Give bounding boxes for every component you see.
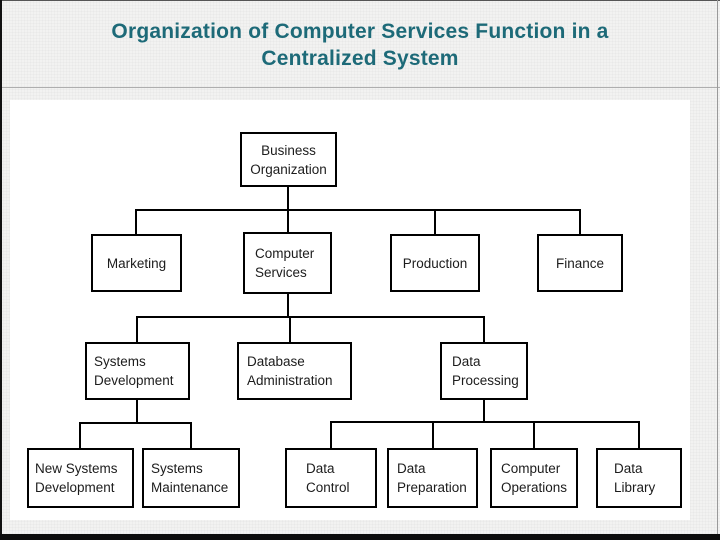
org-node-business-organization: Business Organization — [240, 132, 337, 187]
connector-drop-data-library — [638, 421, 640, 448]
connector-drop-data-preparation — [432, 421, 434, 448]
connector-bus-systems-development-children — [79, 422, 192, 424]
frame-right-edge — [717, 0, 718, 540]
org-node-systems-development: Systems Development — [85, 342, 190, 400]
connector-stem-data-processing — [483, 400, 485, 423]
frame-left-edge — [0, 0, 2, 540]
connector-drop-finance — [579, 209, 581, 234]
org-node-data-library: Data Library — [596, 448, 682, 508]
org-node-systems-maintenance: Systems Maintenance — [142, 448, 240, 508]
connector-stem-systems-development — [136, 400, 138, 424]
org-node-new-systems-development: New Systems Development — [27, 448, 134, 508]
slide-title: Organization of Computer Services Functi… — [0, 18, 720, 72]
org-node-database-administration: Database Administration — [237, 342, 352, 400]
org-node-computer-operations: Computer Operations — [490, 448, 578, 508]
title-divider — [0, 87, 720, 88]
connector-stem-business-organization — [287, 187, 289, 210]
org-node-computer-services: Computer Services — [243, 232, 332, 294]
org-node-data-control: Data Control — [285, 448, 377, 508]
connector-drop-systems-development — [136, 316, 138, 342]
connector-drop-computer-operations — [533, 421, 535, 448]
connector-drop-database-administration — [289, 316, 291, 342]
connector-drop-data-processing — [483, 316, 485, 342]
connector-drop-systems-maintenance — [190, 422, 192, 448]
connector-drop-production — [434, 209, 436, 234]
connector-bus-data-processing-children — [330, 421, 640, 423]
org-node-marketing: Marketing — [91, 234, 182, 292]
slide-title-line1: Organization of Computer Services Functi… — [111, 20, 609, 43]
connector-drop-computer-services — [287, 209, 289, 232]
slide-title-line2: Centralized System — [261, 47, 459, 70]
connector-drop-marketing — [135, 209, 137, 234]
frame-bottom-edge — [0, 534, 720, 540]
org-node-data-processing: Data Processing — [440, 342, 528, 400]
connector-stem-computer-services — [287, 294, 289, 318]
connector-drop-new-systems-development — [79, 422, 81, 448]
connector-bus-level2 — [136, 209, 581, 211]
org-node-production: Production — [390, 234, 480, 292]
org-node-finance: Finance — [537, 234, 623, 292]
connector-drop-data-control — [330, 421, 332, 448]
connector-bus-level3 — [137, 316, 485, 318]
org-node-data-preparation: Data Preparation — [387, 448, 478, 508]
frame-top-edge — [0, 0, 720, 1]
